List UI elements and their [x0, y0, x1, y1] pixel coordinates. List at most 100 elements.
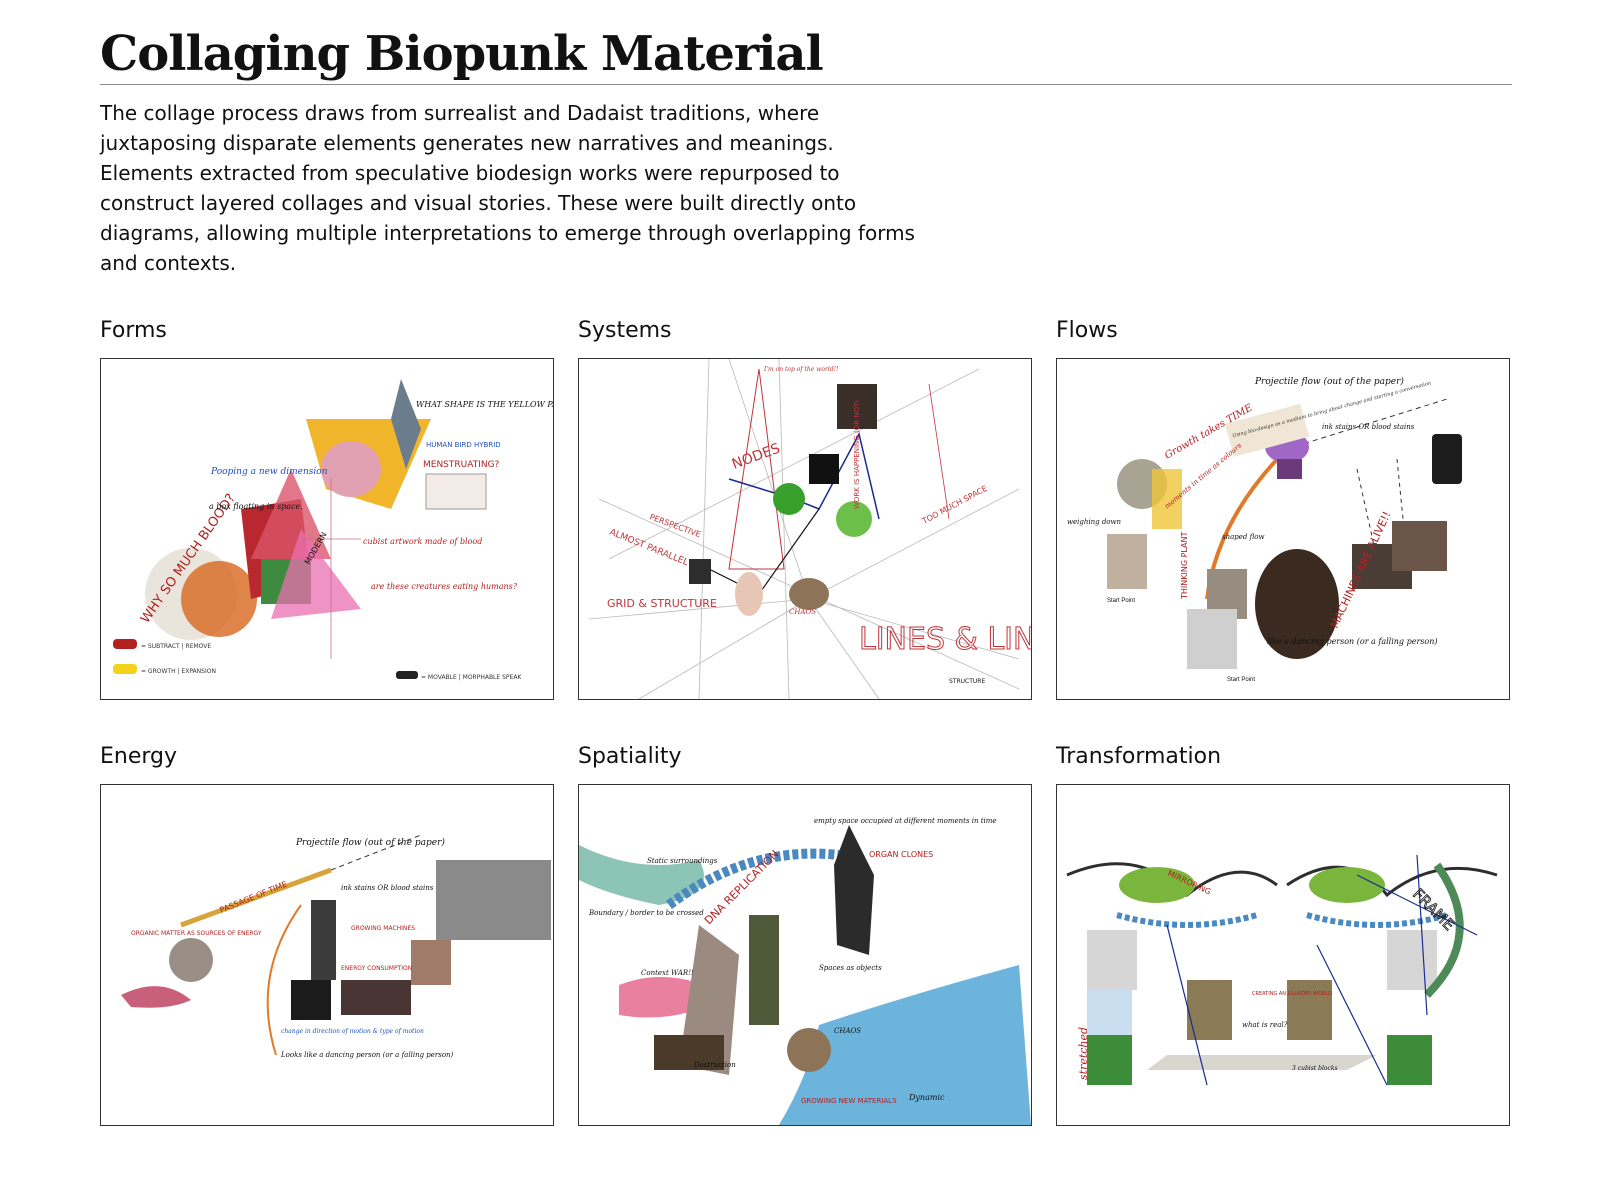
- branch-fragment: [654, 1035, 724, 1070]
- figure-fragment: [1087, 930, 1137, 990]
- note-illusory: CREATING AN ILLUSORY WORLD: [1252, 991, 1332, 997]
- note-spaces: Spaces as objects: [819, 964, 882, 972]
- note-destruction: Destruction: [693, 1061, 736, 1069]
- panel-systems: Systems: [578, 316, 1032, 700]
- note-top: I'm on top of the world!!: [763, 366, 839, 373]
- note-dynamic: Dynamic: [908, 1093, 945, 1102]
- legend-swatch-yellow: [113, 664, 137, 674]
- note-consumption: ENERGY CONSUMPTION: [341, 965, 412, 972]
- flow-path: [330, 834, 422, 871]
- collage-fragment: [251, 469, 331, 559]
- panel-label: Spatiality: [578, 744, 682, 769]
- figure-fragment: [1387, 930, 1437, 990]
- spatiality-collage: DNA REPLICATION ORGAN CLONES empty space…: [579, 817, 1031, 1125]
- machine-fragment: [341, 980, 411, 1015]
- face-fragment: [1107, 534, 1147, 589]
- collage-fragment: [689, 559, 711, 584]
- perspective-grid: [588, 359, 1020, 699]
- collage-fragment: [1277, 459, 1302, 479]
- note-work: WORK IS HAPPENING (OR NOT): [853, 400, 861, 509]
- collage-image: Using bio-design as a medium to bring ab…: [1056, 358, 1510, 700]
- portrait-fragment: [1392, 521, 1447, 571]
- collage-image: NODES PERSPECTIVE ALMOST PARALLEL GRID &…: [578, 358, 1032, 700]
- note-pooping: Pooping a new dimension: [210, 467, 328, 477]
- note-war: Context WAR!!: [641, 969, 694, 977]
- note-projectile: Projectile flow (out of the paper): [295, 837, 445, 848]
- energy-collage: Projectile flow (out of the paper) PASSA…: [121, 834, 551, 1059]
- note-boundary: Boundary / border to be crossed: [588, 909, 704, 917]
- panel-label: Transformation: [1056, 744, 1222, 769]
- portrait-fragment: [837, 384, 877, 429]
- note-organic: ORGANIC MATTER AS SOURCES OF ENERGY: [131, 930, 262, 937]
- collage-fragment: [121, 986, 191, 1008]
- rock-fragment: [787, 1028, 831, 1072]
- note-organ: ORGAN CLONES: [869, 850, 933, 859]
- collage-fragment: [425, 473, 487, 510]
- note-stains: ink stains OR blood stains: [1322, 423, 1415, 431]
- time-bar: [180, 867, 332, 928]
- collage-fragment: [834, 825, 874, 955]
- measure-line: [928, 383, 950, 520]
- collage-fragment: [391, 379, 421, 469]
- note-nodes: NODES: [730, 441, 783, 473]
- collage-fragment: [1087, 990, 1132, 1035]
- note-change: change in direction of motion & type of …: [281, 1028, 424, 1035]
- note-menstruating: MENSTRUATING?: [423, 460, 500, 470]
- note-stretched: stretched: [1077, 1027, 1090, 1080]
- note-projectile: Projectile flow (out of the paper): [1254, 376, 1404, 387]
- collage-fragment: [1424, 862, 1464, 998]
- note-dancing: Looks like a dancing person (or a fallin…: [280, 1051, 454, 1059]
- note-shaped: shaped flow: [1222, 533, 1264, 541]
- panel-label: Systems: [578, 318, 672, 343]
- legend-swatch-red: [113, 639, 137, 649]
- red-triangle: [728, 368, 785, 570]
- collage-fragment: [1255, 549, 1339, 659]
- leaf-fragment: [1119, 867, 1195, 903]
- panel-label: Energy: [100, 744, 178, 769]
- note-lines: LINES & LINE: [859, 622, 1031, 657]
- note-cubist: 3 cubist blocks: [1292, 1065, 1338, 1072]
- note-structure: STRUCTURE: [949, 678, 985, 685]
- note-cubist: cubist artwork made of blood: [363, 537, 482, 546]
- collage-fragment: [1152, 469, 1182, 529]
- legend-black-label: = MOVABLE | MORPHABLE SPEAK: [421, 674, 522, 681]
- dna-strand: [666, 848, 840, 910]
- machine-fragment: [311, 900, 336, 980]
- node-turtle: [836, 501, 872, 537]
- note-space: TOO MUCH SPACE: [920, 484, 989, 526]
- note-bird: HUMAN BIRD HYBRID: [426, 441, 501, 449]
- collage-fragment: [169, 938, 213, 982]
- note-box: a box floating in space.: [209, 502, 303, 511]
- collage-fragment: [181, 561, 257, 637]
- note-chaos: CHAOS: [834, 1027, 861, 1035]
- flow-path: [1286, 398, 1448, 450]
- collage-image: Projectile flow (out of the paper) PASSA…: [100, 784, 554, 1126]
- note-growing: GROWING NEW MATERIALS: [801, 1097, 897, 1105]
- note-parallel: ALMOST PARALLEL: [608, 528, 690, 569]
- leaf-fragment: [1309, 867, 1385, 903]
- title-divider: [100, 84, 1512, 85]
- panel-transformation: Transformation: [1056, 742, 1510, 1126]
- figure-fragment: [1187, 609, 1237, 669]
- watercolour-fragment: [579, 845, 704, 905]
- collage-fragment: [749, 915, 779, 1025]
- panel-energy: Energy Projectile flow (out of the paper…: [100, 742, 554, 1126]
- cubist-block: [1287, 980, 1332, 1040]
- note-weighing: weighing down: [1067, 518, 1122, 526]
- flow-path: [266, 904, 302, 1056]
- collage-fragment: [271, 529, 361, 619]
- dna-strand: [1306, 912, 1448, 928]
- note-growing: GROWING MACHINES: [351, 925, 415, 932]
- intro-paragraph: The collage process draws from surrealis…: [100, 101, 915, 275]
- collage-fragment: [321, 441, 381, 497]
- panel-flows: Flows Using bio-design as a medium to br…: [1056, 316, 1510, 700]
- flows-collage: Using bio-design as a medium to bring ab…: [1067, 376, 1462, 683]
- note-thinking: THINKING PLANT: [1180, 532, 1189, 601]
- watercolour-fragment: [779, 965, 1031, 1125]
- note-grid: GRID & STRUCTURE: [607, 597, 717, 610]
- note-empty: empty space occupied at different moment…: [814, 817, 997, 825]
- panel-forms: Forms WHY SO MUCH BLOOD? WHAT SHAPE IS T…: [100, 316, 554, 700]
- note-real: what is real?: [1242, 1021, 1288, 1029]
- screen-fragment: [809, 454, 839, 484]
